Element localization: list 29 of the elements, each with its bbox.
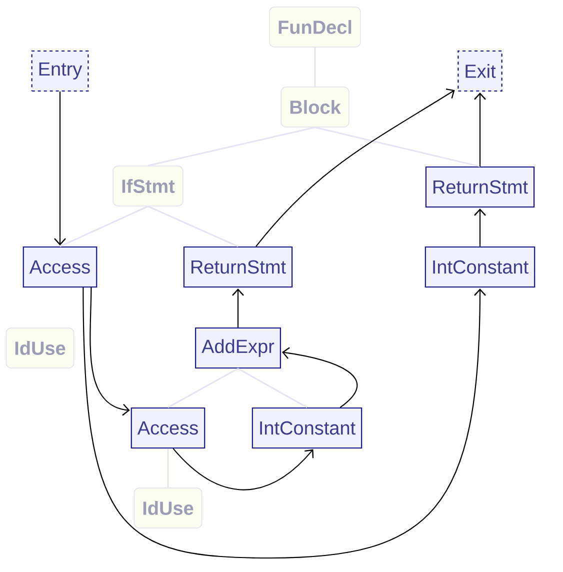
tree-line (148, 206, 238, 248)
node-box: Access (22, 246, 98, 288)
syntax-node: IfStmt (112, 166, 184, 206)
arrow (90, 288, 130, 416)
tree-line (238, 368, 308, 408)
node-box: ReturnStmt (183, 246, 293, 288)
arrow (82, 288, 486, 559)
arrow (54, 92, 66, 246)
tree-line (60, 206, 148, 248)
syntax-node: IdUse (134, 488, 202, 528)
node-box: Access (130, 407, 206, 449)
arrow (474, 92, 486, 166)
node-box: AddExpr (195, 327, 281, 369)
syntax-node: IdUse (6, 328, 74, 368)
arrow (232, 288, 244, 328)
tree-line (314, 126, 480, 168)
tree-line (168, 368, 238, 408)
tree-line (148, 126, 316, 166)
syntax-node: Block (280, 86, 350, 128)
node-box: IntConstant (252, 407, 362, 449)
terminal-box: Entry (31, 50, 89, 92)
node-box: ReturnStmt (425, 166, 535, 208)
arrow (256, 88, 455, 247)
arrow (474, 208, 486, 246)
terminal-box: Exit (458, 50, 502, 92)
syntax-node: FunDecl (269, 6, 361, 48)
arrow (172, 448, 314, 490)
arrow (282, 347, 358, 408)
node-box: IntConstant (424, 246, 536, 288)
